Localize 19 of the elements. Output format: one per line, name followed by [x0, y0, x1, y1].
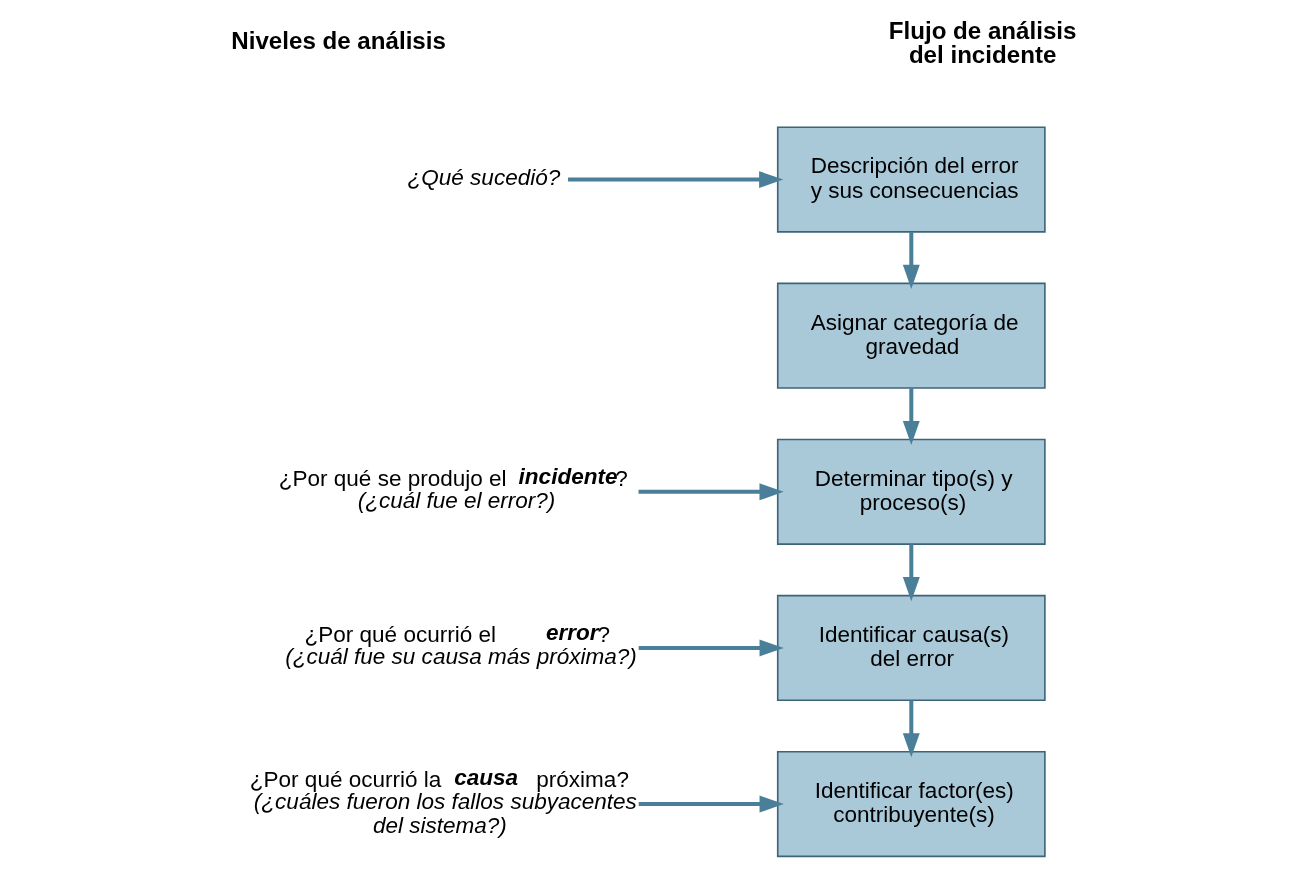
arrow: [902, 700, 920, 758]
arrow: [902, 388, 920, 446]
node-box: Determinar tipo(s) y proceso(s): [776, 438, 1046, 545]
arrow: [902, 232, 920, 289]
node-text: ¿Por qué ocurrió el error? (¿cuál fue su causa más próxima?): [284, 620, 637, 670]
node-box: Identificar factor(es) contribuyente(s): [776, 750, 1046, 858]
node-text: ¿Qué sucedió?: [407, 164, 560, 190]
node-text: ¿Por qué se produjo el incidente? (¿cuál fue el error?): [278, 464, 628, 514]
node-box: Asignar categoría de gravedad: [776, 282, 1046, 389]
arrow: [638, 483, 784, 501]
node-box: Descripción del error y sus consecuencias: [776, 126, 1046, 233]
arrow: [638, 639, 784, 657]
arrow: [567, 171, 783, 189]
node-text: ¿Por qué ocurrió la causa próxima? (¿cuáles fueron los fallos subyacentes del sistema?): [249, 765, 637, 839]
arrow: [902, 544, 920, 602]
arrow: [638, 795, 784, 813]
label: Niveles de análisis: [230, 27, 446, 55]
node-box: Identificar causa(s) del error: [776, 594, 1046, 702]
label: Flujo de análisis del incidente: [888, 16, 1076, 68]
